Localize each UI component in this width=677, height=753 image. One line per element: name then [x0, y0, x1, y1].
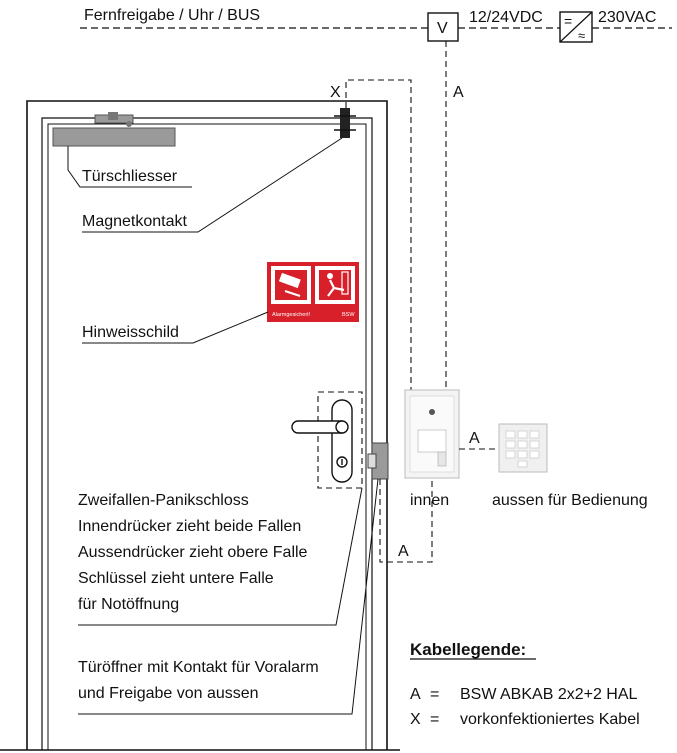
- sign-caption: Alarmgesichert!: [272, 312, 311, 318]
- opener-line-2: und Freigabe von aussen: [78, 685, 259, 702]
- cable-x: [345, 79, 412, 392]
- outer-keypad: [498, 423, 548, 473]
- dc-label: 12/24VDC: [469, 9, 543, 26]
- door-closer-icon: [52, 112, 176, 147]
- cable-a-bottom: [379, 478, 433, 563]
- legend-key-a: A: [410, 686, 421, 703]
- lock-line-4: Schlüssel zieht untere Falle: [78, 570, 274, 587]
- svg-text:=: =: [564, 13, 572, 29]
- lock-line-5: für Notöffnung: [78, 596, 179, 613]
- magnet-leader: [82, 137, 343, 233]
- cable-legend: Kabellegende: A = BSW ABKAB 2x2+2 HAL X …: [410, 640, 640, 728]
- opener-leader: [78, 478, 379, 715]
- door-handle-icon: [291, 399, 353, 483]
- cable-a-bottom-mark: A: [398, 543, 409, 560]
- lock-outline: [317, 391, 363, 489]
- opener-line-1: Türöffner mit Kontakt für Voralarm: [78, 659, 319, 676]
- ac-label: 230VAC: [598, 9, 656, 26]
- legend-key-x: X: [410, 711, 421, 728]
- legend-eq-x: =: [430, 711, 439, 728]
- door-opener-icon: [367, 442, 389, 480]
- closer-leader: [67, 146, 192, 188]
- sign-logo: BSW: [342, 312, 355, 318]
- opener-description: Türöffner mit Kontakt für Voralarm und F…: [78, 659, 319, 702]
- converter-icon: = ≈: [559, 11, 593, 43]
- legend-text-a: BSW ABKAB 2x2+2 HAL: [460, 686, 638, 703]
- bus-label: Fernfreigabe / Uhr / BUS: [84, 7, 260, 24]
- camera-icon: [275, 270, 307, 300]
- legend-title: Kabellegende:: [410, 640, 526, 659]
- sign-leader: [82, 311, 269, 344]
- magnet-contact-icon: [334, 108, 356, 138]
- lock-description: Zweifallen-Panikschloss Innendrücker zie…: [78, 492, 308, 613]
- svg-text:≈: ≈: [578, 28, 585, 43]
- power-supply-box: [427, 12, 459, 42]
- aussen-label: aussen für Bedienung: [492, 492, 648, 509]
- sign-label: Hinweisschild: [82, 324, 179, 341]
- magnet-label: Magnetkontakt: [82, 213, 188, 230]
- warning-sign: Alarmgesichert! BSW: [267, 262, 359, 322]
- innen-label: innen: [410, 492, 449, 509]
- inner-control-panel: [404, 389, 460, 479]
- cable-a-vertical-mark: A: [453, 84, 464, 101]
- door-frame: [0, 100, 400, 751]
- lock-line-3: Aussendrücker zieht obere Falle: [78, 544, 308, 561]
- cable-a-keypad-mark: A: [469, 430, 480, 447]
- legend-text-x: vorkonfektioniertes Kabel: [460, 711, 640, 728]
- legend-eq-a: =: [430, 686, 439, 703]
- lock-line-2: Innendrücker zieht beide Fallen: [78, 518, 301, 535]
- power-supply-label: V: [437, 20, 448, 37]
- lock-line-1: Zweifallen-Panikschloss: [78, 492, 249, 509]
- cable-x-mark: X: [330, 84, 341, 101]
- closer-label: Türschliesser: [82, 168, 178, 185]
- emergency-exit-icon: [319, 270, 351, 300]
- lock-leader: [78, 487, 363, 626]
